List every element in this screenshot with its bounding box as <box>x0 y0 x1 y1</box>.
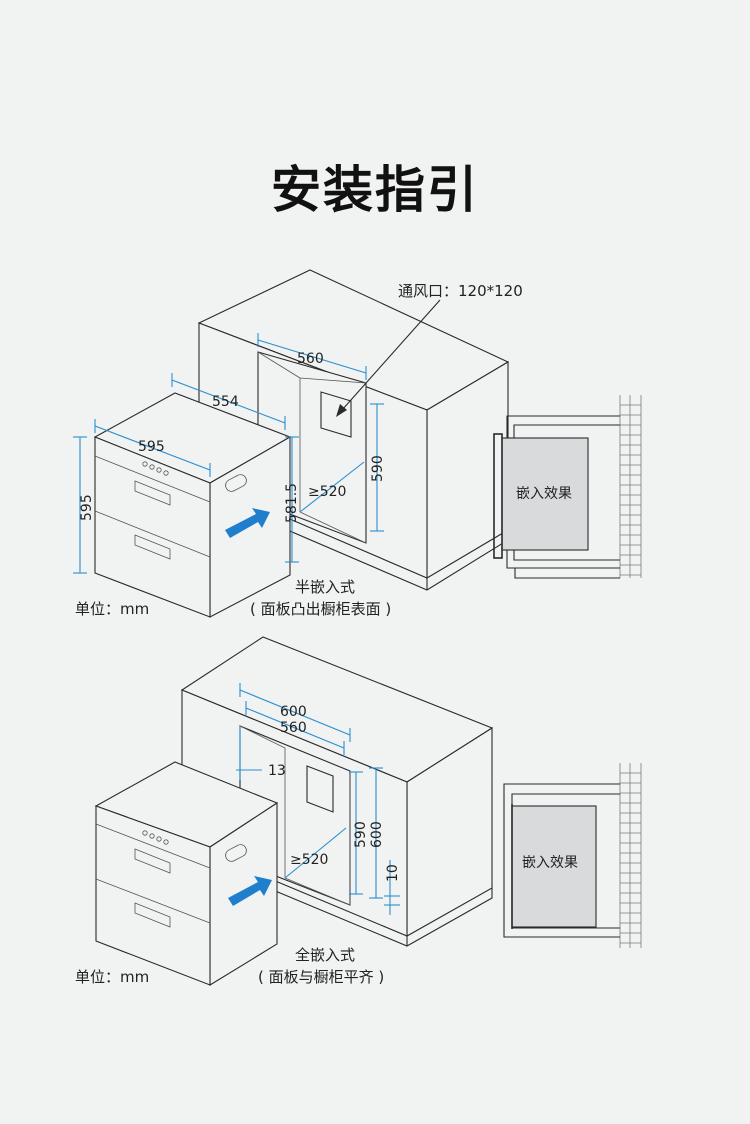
half-embed-effect-label: 嵌入效果 <box>516 486 572 502</box>
full-mode-name: 全嵌入式 <box>295 946 355 964</box>
half-dim-cabinet-width: 560 <box>297 351 324 367</box>
full-mode-desc: ( 面板与橱柜平齐 ) <box>258 968 384 986</box>
insert-arrow-icon-full <box>228 876 272 906</box>
full-dim-bottom-gap: 10 <box>385 864 401 882</box>
full-side-view <box>503 763 642 948</box>
vent-label: 通风口：120*120 <box>398 282 523 300</box>
half-embed-cabinet <box>197 269 510 591</box>
vent-pointer <box>336 299 441 417</box>
full-embed-appliance <box>94 761 279 986</box>
full-dim-inner-height: 590 <box>353 821 369 848</box>
full-dim-cabinet-depth: ≥520 <box>290 852 328 868</box>
full-dim-side-gap: 13 <box>268 763 286 779</box>
half-dim-cabinet-height: 590 <box>370 455 386 482</box>
full-embed-effect-label: 嵌入效果 <box>522 855 578 871</box>
half-dim-width: 595 <box>138 439 165 455</box>
half-embed-appliance <box>93 392 292 618</box>
full-embed-cabinet <box>180 636 494 947</box>
half-mode-desc: ( 面板凸出橱柜表面 ) <box>250 600 391 618</box>
half-dimensions <box>73 333 384 574</box>
half-dim-cabinet-depth: ≥520 <box>308 484 346 500</box>
half-unit-label: 单位：mm <box>75 600 149 618</box>
half-dim-depth: 554 <box>212 394 239 410</box>
full-dim-outer-height: 600 <box>369 821 385 848</box>
page-title: 安装指引 <box>271 161 479 219</box>
insert-arrow-icon <box>225 508 270 538</box>
full-dim-inner-width: 560 <box>280 720 307 736</box>
half-dim-opening-height: 581.5 <box>284 483 300 523</box>
half-side-view <box>493 395 642 579</box>
full-dim-outer-width: 600 <box>280 704 307 720</box>
half-dim-height: 595 <box>79 494 95 521</box>
full-dimensions <box>236 683 400 915</box>
half-mode-name: 半嵌入式 <box>295 578 355 596</box>
full-unit-label: 单位：mm <box>75 968 149 986</box>
